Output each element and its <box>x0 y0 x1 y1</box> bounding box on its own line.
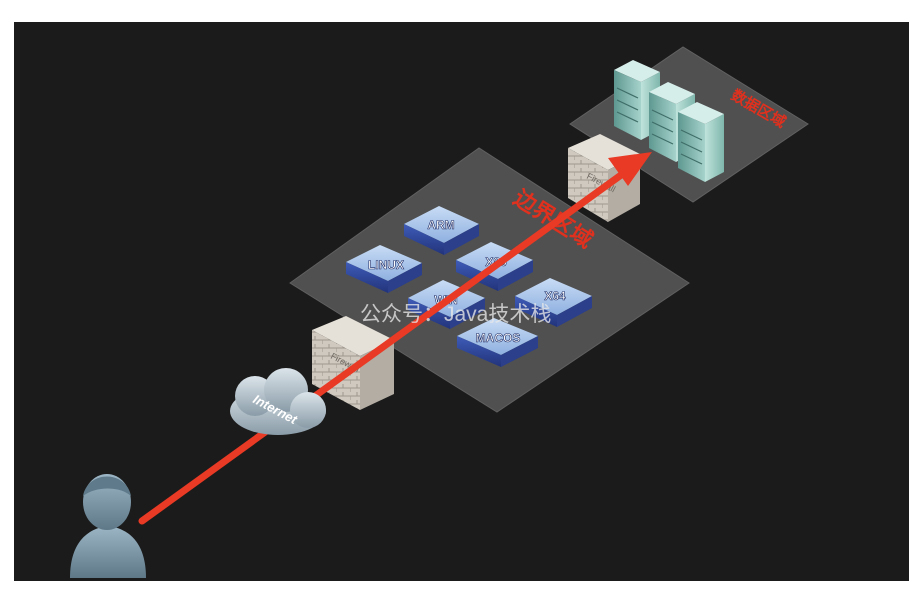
server-macos: MACOS <box>457 318 538 367</box>
server-x64: X64 <box>515 278 592 327</box>
core-server-3 <box>678 102 724 182</box>
traffic-arrow <box>138 152 652 525</box>
server-linux: LINUX <box>346 245 422 293</box>
user-icon <box>70 474 146 578</box>
watermark: 公众号：Java技术栈 <box>360 303 551 326</box>
server-arm: ARM <box>404 206 479 255</box>
internet-cloud: Internet <box>230 368 326 435</box>
server-linux-label: LINUX <box>368 258 404 272</box>
server-arm-label: ARM <box>427 218 454 232</box>
server-macos-label: MACOS <box>476 331 521 345</box>
server-x64-label: X64 <box>544 289 566 303</box>
